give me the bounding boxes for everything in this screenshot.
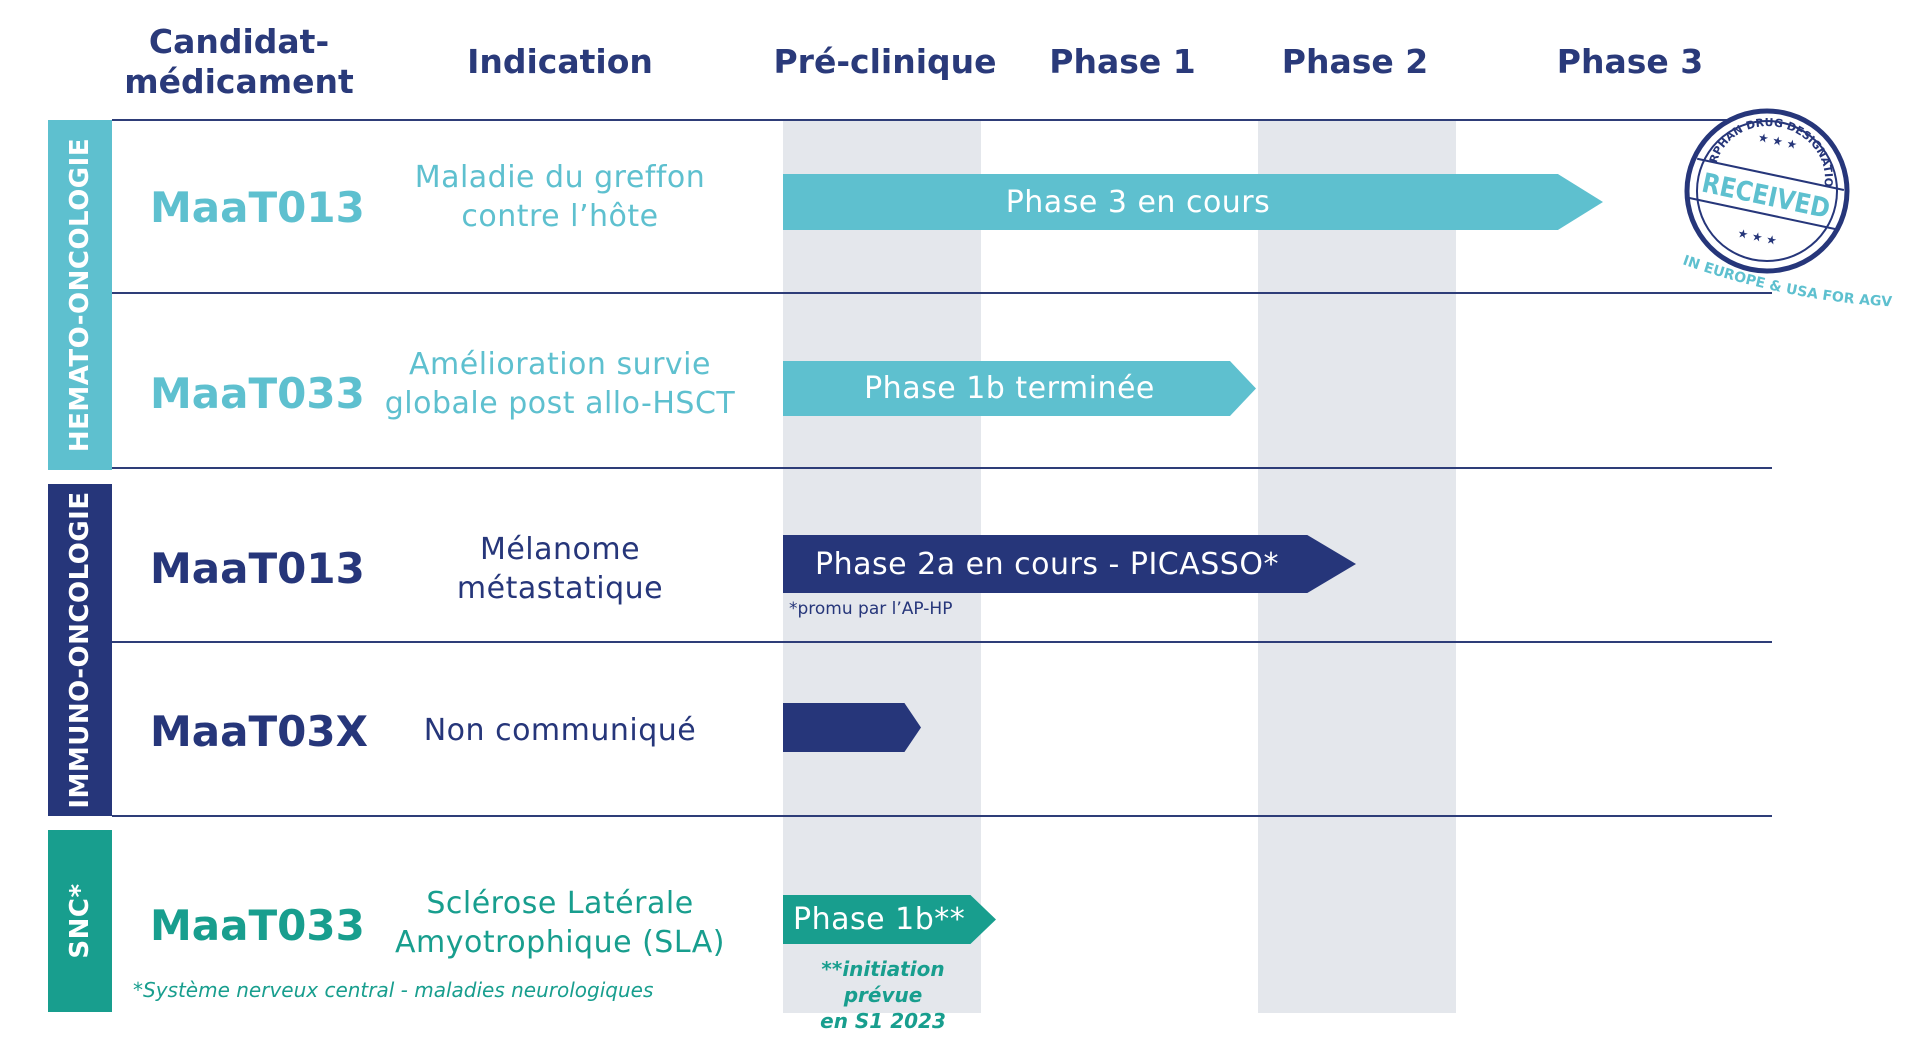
- row-divider: [112, 119, 1752, 121]
- progress-arrow: Phase 1b**: [783, 895, 996, 944]
- drug-name: MaaT033: [150, 901, 365, 950]
- stamp-icon: ORPHAN DRUG DESIGNATION ★ ★ ★ RECEIVED ★…: [1672, 96, 1893, 310]
- indication-text: Sclérose Latérale Amyotrophique (SLA): [395, 886, 725, 960]
- progress-arrow: Phase 3 en cours: [783, 174, 1603, 230]
- header-phase3: Phase 3: [1556, 42, 1704, 81]
- indication-text: Mélanome métastatique: [456, 532, 664, 606]
- header-candidate: Candidat- médicament: [124, 22, 354, 101]
- row-divider: [112, 641, 1772, 643]
- category-snc: SNC*: [48, 830, 112, 1012]
- header-preclinical: Pré-clinique: [773, 42, 997, 81]
- progress-arrow: [783, 703, 921, 752]
- progress-arrow: Phase 2a en cours - PICASSO*: [783, 535, 1356, 593]
- category-immuno-oncologie: IMMUNO-ONCOLOGIE: [48, 484, 112, 816]
- indication-text: Non communiqué: [423, 713, 697, 748]
- category-hemato-oncologie: HEMATO-ONCOLOGIE: [48, 120, 112, 470]
- header-phase1: Phase 1: [1049, 42, 1196, 81]
- progress-status: Phase 3 en cours: [1005, 184, 1271, 220]
- row-divider: [112, 292, 1772, 294]
- row-divider: [112, 815, 1772, 817]
- drug-name: MaaT013: [150, 183, 365, 232]
- row-divider: [112, 467, 1772, 469]
- indication-text: Maladie du greffon contre l’hôte: [414, 160, 706, 234]
- header-phase2: Phase 2: [1281, 42, 1429, 81]
- progress-arrow: Phase 1b terminée: [783, 361, 1256, 416]
- sponsor-note: *promu par l’AP-HP: [789, 599, 953, 619]
- progress-status: Phase 1b**: [793, 902, 966, 937]
- drug-name: MaaT013: [150, 544, 365, 593]
- header-indication: Indication: [467, 42, 653, 81]
- progress-status: Phase 2a en cours - PICASSO*: [815, 546, 1279, 582]
- indication-text: Amélioration survie globale post allo-HS…: [384, 347, 736, 421]
- progress-status: Phase 1b terminée: [864, 371, 1155, 406]
- initiation-note: **initiation prévue en S1 2023: [820, 957, 946, 1033]
- drug-name: MaaT03X: [150, 707, 368, 756]
- footnote: *Système nerveux central - maladies neur…: [133, 978, 654, 1002]
- drug-name: MaaT033: [150, 369, 365, 418]
